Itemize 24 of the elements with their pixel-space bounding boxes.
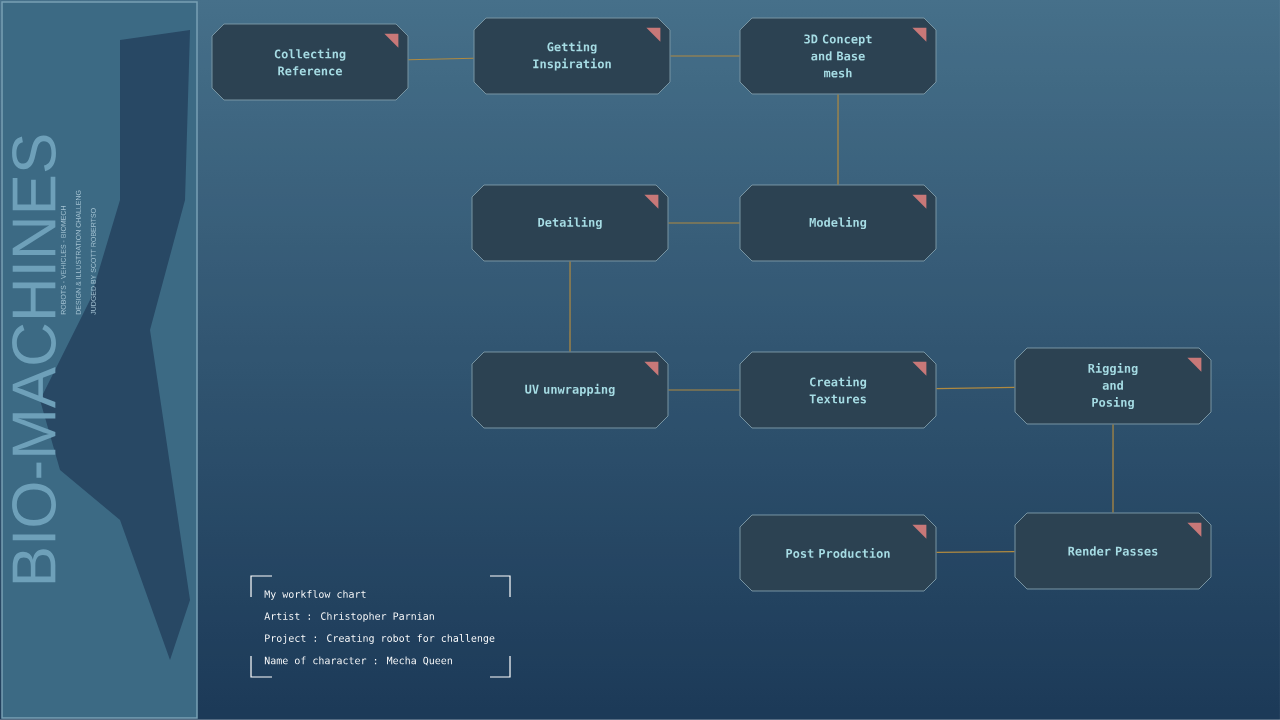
process-box: 3D Concept and Base mesh bbox=[739, 17, 937, 95]
process-box: Detailing bbox=[471, 184, 669, 262]
process-box: Render Passes bbox=[1014, 512, 1212, 590]
info-text: Artist : Christopher Parnian bbox=[264, 612, 434, 622]
process-box: Post Production bbox=[739, 514, 937, 592]
connector-line bbox=[669, 55, 741, 57]
connector-line bbox=[667, 389, 741, 391]
connector-line bbox=[935, 551, 1016, 553]
connector-line bbox=[837, 93, 839, 186]
connector-line bbox=[1112, 423, 1114, 514]
connector-line bbox=[935, 386, 1016, 390]
poster-title: BIO-MACHINES bbox=[12, 135, 56, 583]
process-box: Collecting Reference bbox=[211, 23, 409, 101]
info-text: Project : Creating robot for challenge bbox=[265, 634, 495, 644]
process-box: Modeling bbox=[739, 184, 937, 262]
connector-line bbox=[569, 260, 571, 353]
info-text: My workflow chart bbox=[264, 590, 366, 600]
process-box: Getting Inspiration bbox=[473, 17, 671, 95]
connector-line bbox=[667, 222, 741, 224]
connector-line bbox=[407, 57, 475, 61]
process-box: UV unwrapping bbox=[471, 351, 669, 429]
process-box: Creating Textures bbox=[739, 351, 937, 429]
process-box: Rigging and Posing bbox=[1014, 347, 1212, 425]
info-text: Name of character : Mecha Queen bbox=[264, 656, 452, 666]
